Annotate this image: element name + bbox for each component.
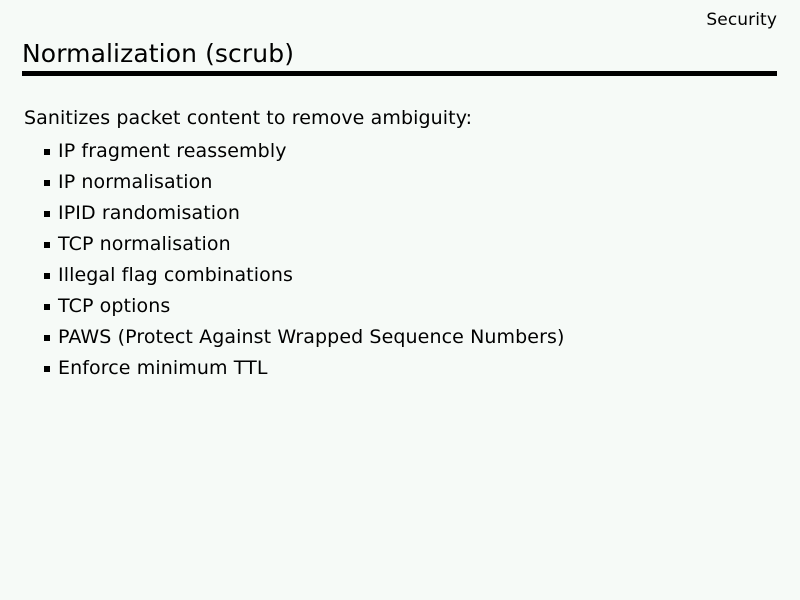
list-item-label: Illegal flag combinations xyxy=(58,264,293,286)
square-bullet-icon xyxy=(44,366,50,372)
list-item: TCP options xyxy=(22,291,780,322)
list-item: TCP normalisation xyxy=(22,229,780,260)
list-item: IPID randomisation xyxy=(22,198,780,229)
list-item: Illegal flag combinations xyxy=(22,260,780,291)
square-bullet-icon xyxy=(44,149,50,155)
square-bullet-icon xyxy=(44,304,50,310)
list-item: IP normalisation xyxy=(22,167,780,198)
list-item: PAWS (Protect Against Wrapped Sequence N… xyxy=(22,322,780,353)
square-bullet-icon xyxy=(44,211,50,217)
square-bullet-icon xyxy=(44,180,50,186)
list-item-label: IPID randomisation xyxy=(58,202,241,224)
list-item: IP fragment reassembly xyxy=(22,136,780,167)
square-bullet-icon xyxy=(44,242,50,248)
square-bullet-icon xyxy=(44,273,50,279)
page-title: Normalization (scrub) xyxy=(22,39,295,68)
slide-header: Security xyxy=(22,9,777,35)
list-item-label: Enforce minimum TTL xyxy=(58,357,268,379)
list-item-label: TCP options xyxy=(58,295,171,317)
list-item-label: TCP normalisation xyxy=(58,233,231,255)
list-item-label: IP normalisation xyxy=(58,171,213,193)
title-underline-divider xyxy=(22,71,777,76)
slide-body: Sanitizes packet content to remove ambig… xyxy=(22,105,780,384)
header-section-label: Security xyxy=(706,10,777,30)
list-item: Enforce minimum TTL xyxy=(22,353,780,384)
bullet-list: IP fragment reassembly IP normalisation … xyxy=(22,136,780,384)
intro-text: Sanitizes packet content to remove ambig… xyxy=(24,107,473,129)
list-item-label: IP fragment reassembly xyxy=(58,140,287,162)
list-item-label: PAWS (Protect Against Wrapped Sequence N… xyxy=(58,326,565,348)
square-bullet-icon xyxy=(44,335,50,341)
